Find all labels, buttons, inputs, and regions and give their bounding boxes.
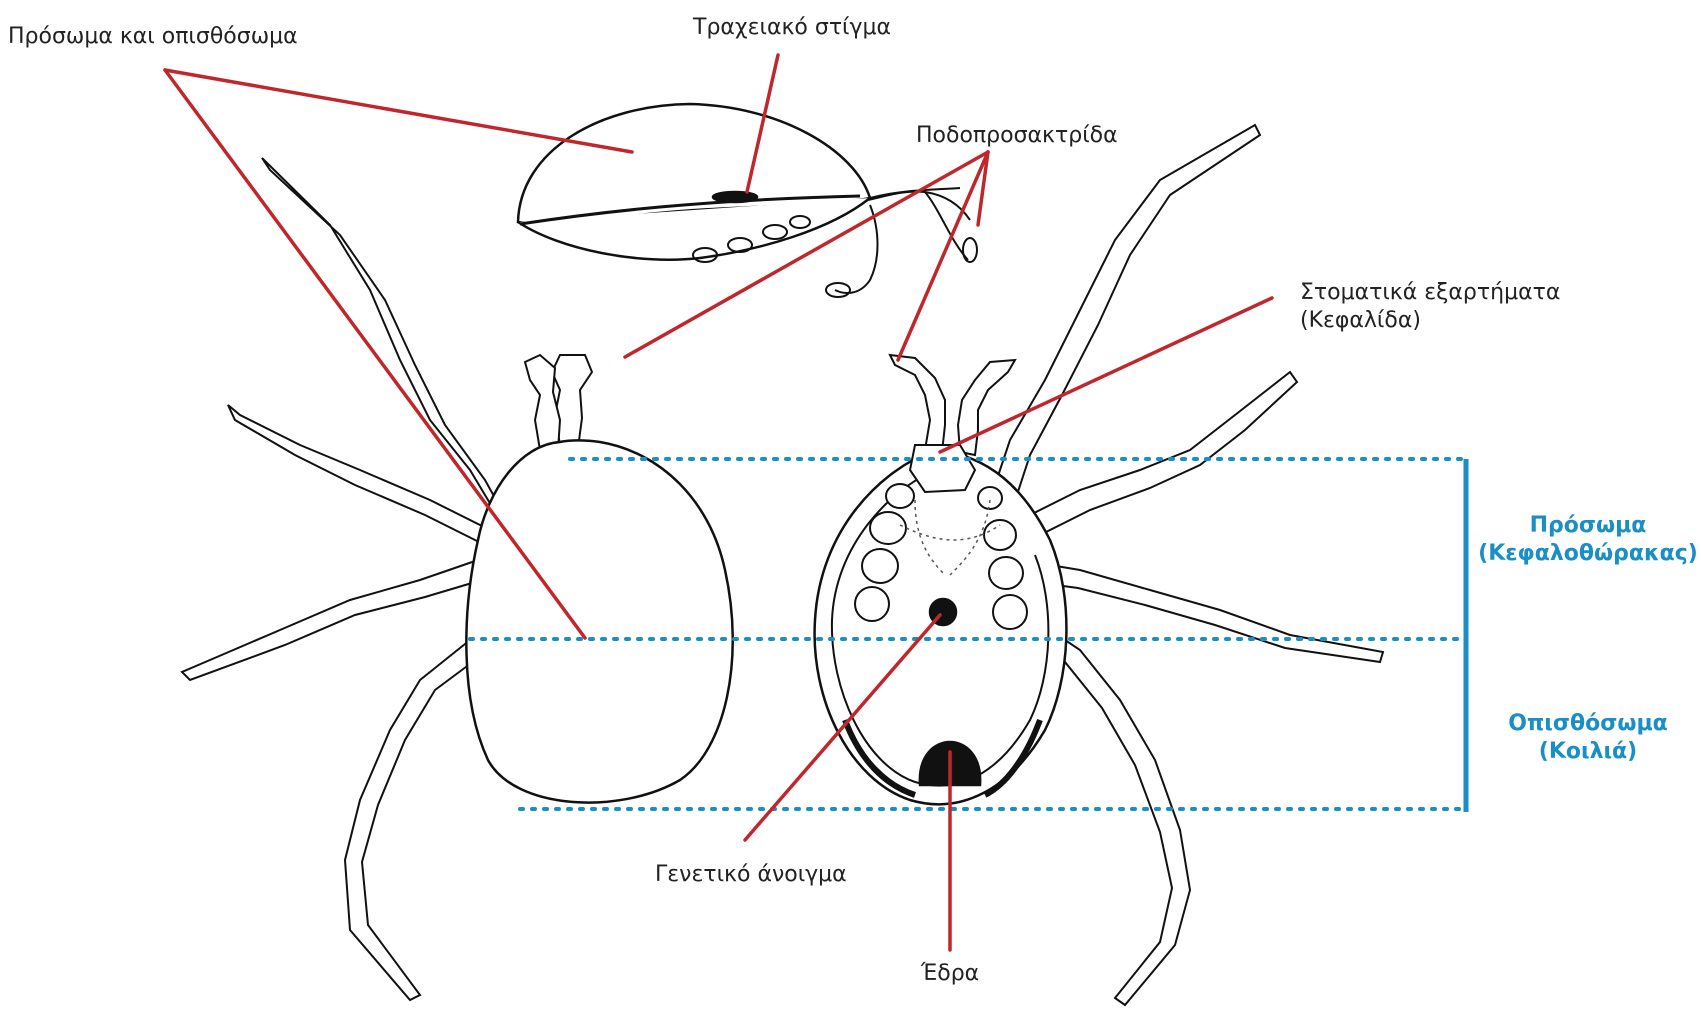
region-prosoma-label: Πρόσωμα (Κεφαλοθώρακας) — [1478, 512, 1698, 568]
label-mouthparts-line2: (Κεφαλίδα) — [1300, 307, 1560, 335]
dorsal-body — [466, 441, 732, 803]
leader-prosoma-opisthosoma-dorsal — [165, 70, 585, 638]
region-opisthosoma-line1: Οπισθόσωμα — [1508, 710, 1668, 738]
label-prosoma-opisthosoma: Πρόσωμα και οπισθόσωμα — [8, 23, 298, 51]
label-tracheal-stigma: Τραχειακό στίγμα — [693, 14, 891, 42]
region-opisthosoma-label: Οπισθόσωμα (Κοιλιά) — [1508, 710, 1668, 766]
label-genital-opening: Γενετικό άνοιγμα — [655, 861, 847, 889]
label-anus: Έδρα — [921, 960, 979, 988]
region-prosoma-line1: Πρόσωμα — [1478, 512, 1698, 540]
leader-tarsal-claw-ventral — [898, 152, 988, 360]
side-view-mite — [518, 104, 977, 297]
ventral-view-mite — [815, 125, 1383, 1005]
dorsal-view-mite — [182, 158, 733, 1000]
label-tarsal-claw: Ποδοπροσακτρίδα — [916, 122, 1118, 150]
region-opisthosoma-line2: (Κοιλιά) — [1508, 738, 1668, 766]
region-prosoma-line2: (Κεφαλοθώρακας) — [1478, 540, 1698, 568]
label-mouthparts: Στοματικά εξαρτήματα (Κεφαλίδα) — [1300, 279, 1560, 335]
label-mouthparts-line1: Στοματικά εξαρτήματα — [1300, 279, 1560, 307]
leader-prosoma-opisthosoma-side — [165, 70, 632, 152]
